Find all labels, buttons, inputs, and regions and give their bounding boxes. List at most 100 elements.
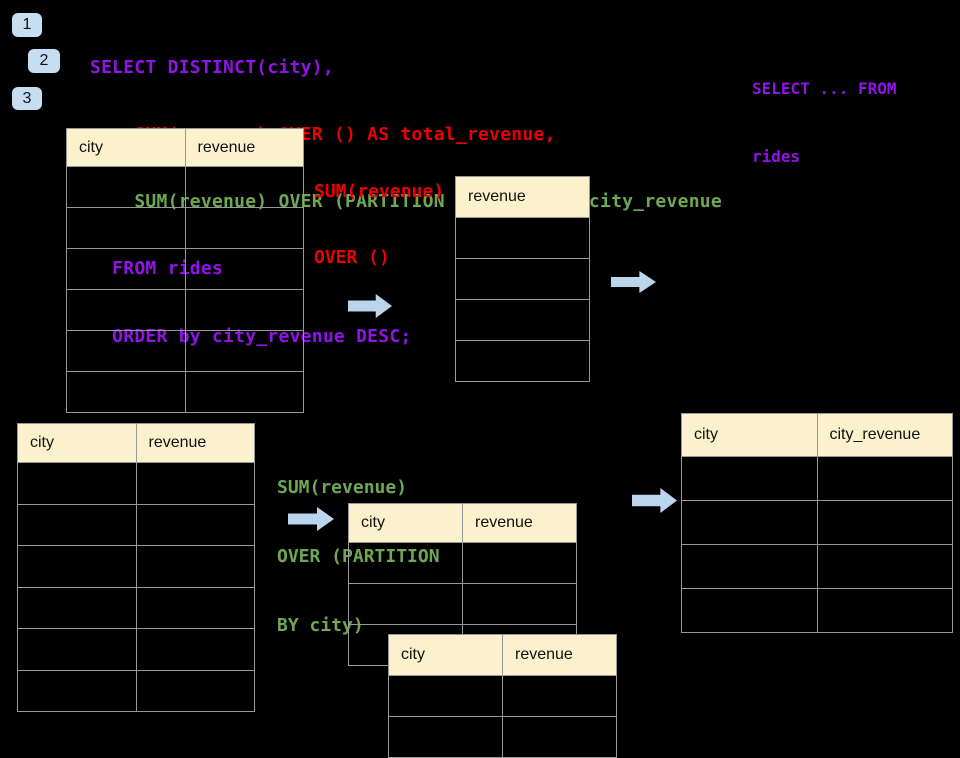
arrow-right-icon (632, 488, 677, 513)
empty-cell (681, 456, 818, 501)
table-row (455, 299, 590, 341)
table-row (348, 542, 577, 584)
table-row (17, 462, 255, 505)
empty-cell (455, 340, 590, 382)
empty-cell (135, 586, 255, 629)
column-header: city (17, 423, 137, 463)
empty-cell (135, 669, 255, 712)
step-badge-1: 1 (12, 13, 42, 37)
arrow-right-icon (611, 271, 656, 293)
arrow-shape (611, 271, 656, 293)
table-row (17, 503, 255, 546)
step-badge-3: 3 (12, 87, 42, 110)
empty-cell (348, 583, 463, 625)
empty-cell (184, 207, 304, 249)
empty-cell (66, 207, 186, 249)
table-total-revenue-result: revenue (455, 176, 590, 382)
empty-cell (17, 462, 137, 505)
arrow-shape (348, 294, 392, 318)
empty-cell (455, 299, 590, 341)
table-row (348, 583, 577, 625)
from-note-line-2: rides (752, 146, 801, 166)
empty-cell (17, 545, 137, 588)
empty-cell (17, 669, 137, 712)
annotation-over-total: SUM(revenue) OVER () (314, 137, 444, 291)
table-row (66, 289, 304, 331)
table-row (66, 248, 304, 290)
empty-cell (66, 330, 186, 372)
table-row (66, 330, 304, 372)
table-row (681, 588, 953, 633)
arrow-right-icon (288, 507, 334, 531)
table-row (66, 371, 304, 413)
column-header: city (681, 413, 818, 457)
sql-line-select: SELECT DISTINCT(city), (90, 56, 334, 78)
column-header: revenue (455, 176, 590, 218)
empty-cell (184, 330, 304, 372)
arrow-shape (632, 488, 677, 513)
column-header: revenue (184, 128, 304, 167)
empty-cell (135, 462, 255, 505)
table-row (681, 544, 953, 589)
column-header: revenue (502, 634, 617, 676)
empty-cell (66, 289, 186, 331)
empty-cell (502, 675, 617, 717)
empty-cell (455, 217, 590, 259)
empty-cell (462, 542, 577, 584)
empty-cell (17, 503, 137, 546)
arrow-shape (288, 507, 334, 531)
empty-cell (66, 248, 186, 290)
empty-cell (184, 289, 304, 331)
column-header: city (66, 128, 186, 167)
empty-cell (455, 258, 590, 300)
empty-cell (135, 545, 255, 588)
table-row (455, 340, 590, 382)
table-row (681, 456, 953, 501)
annotation-total-line-1: SUM(revenue) (314, 181, 445, 202)
table-row (17, 669, 255, 712)
column-header: city (348, 503, 463, 543)
empty-cell (135, 628, 255, 671)
empty-cell (348, 542, 463, 584)
empty-cell (388, 716, 503, 758)
empty-cell (17, 628, 137, 671)
table-row (17, 545, 255, 588)
empty-cell (681, 500, 818, 545)
column-header: city_revenue (816, 413, 953, 457)
from-clause-note: SELECT ... FROM rides (752, 33, 897, 191)
table-header-row: revenue (455, 176, 590, 218)
empty-cell (462, 583, 577, 625)
empty-cell (184, 371, 304, 413)
empty-cell (816, 456, 953, 501)
empty-cell (681, 588, 818, 633)
table-row (17, 628, 255, 671)
annotation-total-line-2: OVER () (314, 247, 390, 268)
table-row (66, 166, 304, 208)
table-row (66, 207, 304, 249)
empty-cell (388, 675, 503, 717)
empty-cell (502, 716, 617, 758)
table-row (455, 258, 590, 300)
table-row (388, 716, 617, 758)
empty-cell (816, 588, 953, 633)
table-row (17, 586, 255, 629)
column-header: revenue (462, 503, 577, 543)
column-header: revenue (135, 423, 255, 463)
annotation-partition-line-1: SUM(revenue) (277, 477, 408, 498)
empty-cell (816, 500, 953, 545)
table-row (681, 500, 953, 545)
table-row (455, 217, 590, 259)
empty-cell (681, 544, 818, 589)
empty-cell (184, 166, 304, 208)
empty-cell (17, 586, 137, 629)
empty-cell (66, 166, 186, 208)
